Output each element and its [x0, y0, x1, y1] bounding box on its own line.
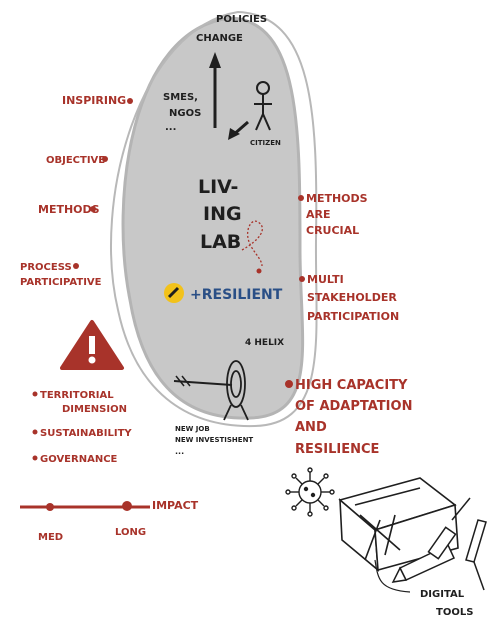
sustainability-bullet — [32, 429, 38, 435]
living-lab-egg — [110, 10, 318, 428]
capacity-label-1: HIGH CAPACITY — [295, 378, 408, 393]
capacity-dot — [285, 380, 293, 388]
smes-label: SMES, — [163, 92, 198, 103]
methods-right-label-3: CRUCIAL — [306, 224, 359, 237]
living-lab-title-3: LAB — [200, 231, 241, 253]
impact-scale — [20, 501, 150, 511]
living-lab-title-1: LIV- — [198, 176, 238, 198]
dots-label: ... — [165, 122, 176, 133]
helix-label: 4 HELIX — [245, 338, 284, 348]
heart-dot — [256, 268, 262, 274]
digital-label: DIGITAL — [420, 589, 465, 600]
methods-left-dot — [90, 206, 96, 212]
capacity-label-2: OF ADAPTATION — [295, 399, 412, 414]
methods-right-dot — [298, 195, 304, 201]
minus-badge-icon — [164, 283, 184, 303]
impact-label: IMPACT — [152, 499, 199, 512]
objective-dot — [102, 156, 108, 162]
sustainability-label: SUSTAINABILITY — [40, 428, 132, 439]
governance-bullet — [32, 455, 38, 461]
methods-left-label: METHODS — [38, 203, 100, 216]
ngos-label: NGOS — [169, 108, 201, 119]
territorial-bullet — [32, 391, 38, 397]
citizen-arrow — [228, 120, 249, 140]
toolbox-icon — [338, 477, 459, 572]
change-label: CHANGE — [196, 33, 243, 44]
up-arrow — [209, 52, 221, 128]
process-label: PROCESS — [20, 262, 72, 273]
new-more-label: ... — [175, 447, 184, 456]
tools-label: TOOLS — [436, 607, 473, 618]
med-label: MED — [38, 532, 63, 543]
pliers-icon — [465, 519, 487, 591]
multi-label-2: STAKEHOLDER — [307, 291, 397, 304]
tools-connector — [374, 559, 411, 593]
participative-label: PARTICIPATIVE — [20, 277, 102, 288]
virus-icon — [285, 467, 335, 517]
inspiring-label: INSPIRING — [62, 94, 126, 107]
governance-label: GOVERNANCE — [40, 454, 118, 465]
methods-right-label-1: METHODS — [306, 192, 368, 205]
citizen-label: CITIZEN — [250, 139, 281, 147]
resilient-label: +RESILIENT — [190, 287, 283, 303]
policies-label: POLICIES — [216, 14, 267, 25]
methods-right-label-2: ARE — [306, 208, 331, 221]
citizen-icon — [254, 81, 272, 131]
territorial-label-1: TERRITORIAL — [40, 390, 114, 401]
living-lab-title-2: ING — [203, 203, 242, 225]
territorial-label-2: DIMENSION — [62, 404, 127, 415]
capacity-label-4: RESILIENCE — [295, 442, 379, 457]
multi-dot — [299, 276, 305, 282]
helix-arrow — [173, 375, 233, 387]
capacity-label-3: AND — [295, 420, 327, 435]
heart-doodle — [241, 220, 263, 267]
new-job-label: NEW JOB — [175, 425, 210, 433]
objective-label: OBJECTIVE — [46, 155, 105, 166]
multi-label-1: MULTI — [307, 273, 344, 286]
warning-icon — [60, 320, 124, 370]
screwdriver-icon — [427, 497, 471, 560]
multi-label-3: PARTICIPATION — [307, 310, 399, 323]
inspiring-dot — [127, 98, 133, 104]
new-investment-label: NEW INVESTISHENT — [175, 436, 253, 444]
process-dot — [73, 263, 79, 269]
long-label: LONG — [115, 527, 146, 538]
